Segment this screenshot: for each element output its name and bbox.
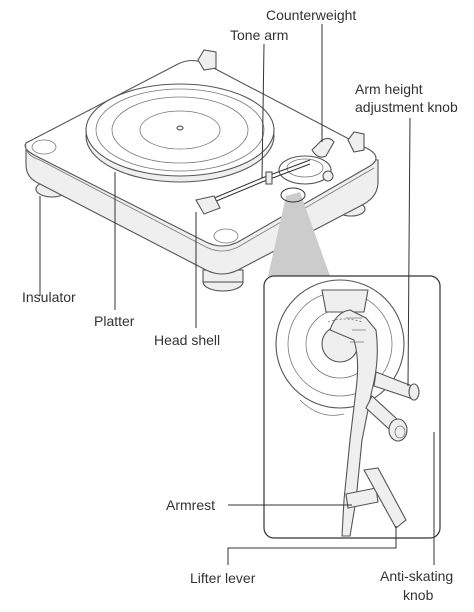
labels: Counterweight Tone arm Arm height adjust… — [22, 7, 458, 603]
inset-armrest — [345, 487, 379, 509]
inset-arm-tube — [329, 309, 378, 537]
hinge-right — [347, 131, 365, 153]
inset-lifter-lever — [363, 467, 407, 529]
label-anti-skating-line1: Anti-skating — [380, 568, 453, 584]
inset-arm-height-knob — [373, 371, 413, 399]
leader-tone-arm — [261, 43, 265, 179]
spindle — [176, 125, 184, 131]
leader-lines — [39, 24, 435, 565]
label-counterweight: Counterweight — [266, 7, 356, 23]
label-tone-arm: Tone arm — [230, 27, 288, 43]
label-lifter-lever: Lifter lever — [190, 570, 256, 586]
leader-lifter-lever — [227, 526, 397, 565]
zoom-origin-circle — [280, 187, 306, 203]
label-armrest: Armrest — [166, 497, 215, 513]
label-head-shell: Head shell — [154, 332, 220, 348]
turntable-illustration — [24, 49, 379, 292]
label-arm-height-line1: Arm height — [355, 81, 423, 97]
label-anti-skating-line2: knob — [403, 587, 434, 603]
label-insulator: Insulator — [22, 289, 76, 305]
tonearm-base — [278, 155, 332, 185]
plinth-corner-left — [31, 139, 57, 155]
hinge-left — [197, 49, 217, 71]
leader-arm-height — [407, 117, 411, 387]
label-platter: Platter — [94, 313, 135, 329]
label-arm-height-line2: adjustment knob — [355, 99, 458, 115]
plinth-corner-front — [213, 228, 239, 244]
head-shell — [195, 195, 221, 215]
zoom-inset — [263, 275, 441, 539]
counterweight — [311, 137, 335, 158]
arm-height-knob — [322, 170, 334, 182]
zoom-beam — [268, 192, 330, 276]
